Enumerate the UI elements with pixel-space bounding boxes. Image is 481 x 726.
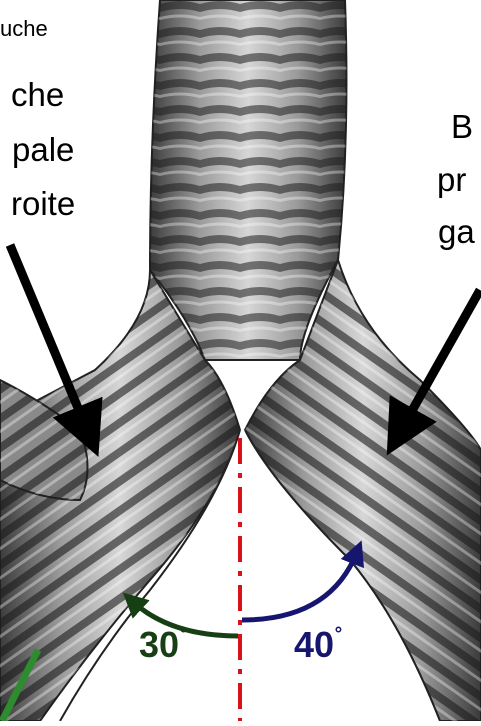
- label-right-bronchus-line3: roite: [11, 187, 75, 220]
- label-left-bronchus-line3: ga: [438, 215, 475, 248]
- label-top-snippet: uche: [0, 18, 48, 40]
- trachea: [150, 0, 346, 360]
- label-left-bronchus-line1: B: [451, 110, 473, 143]
- label-right-bronchus-line1: che: [11, 78, 64, 111]
- label-right-bronchus-line2: pale: [12, 133, 74, 166]
- angle-label-40: 40˚: [294, 624, 343, 666]
- angle-label-30: 30˚: [139, 624, 188, 666]
- label-left-bronchus-line2: pr: [437, 163, 466, 196]
